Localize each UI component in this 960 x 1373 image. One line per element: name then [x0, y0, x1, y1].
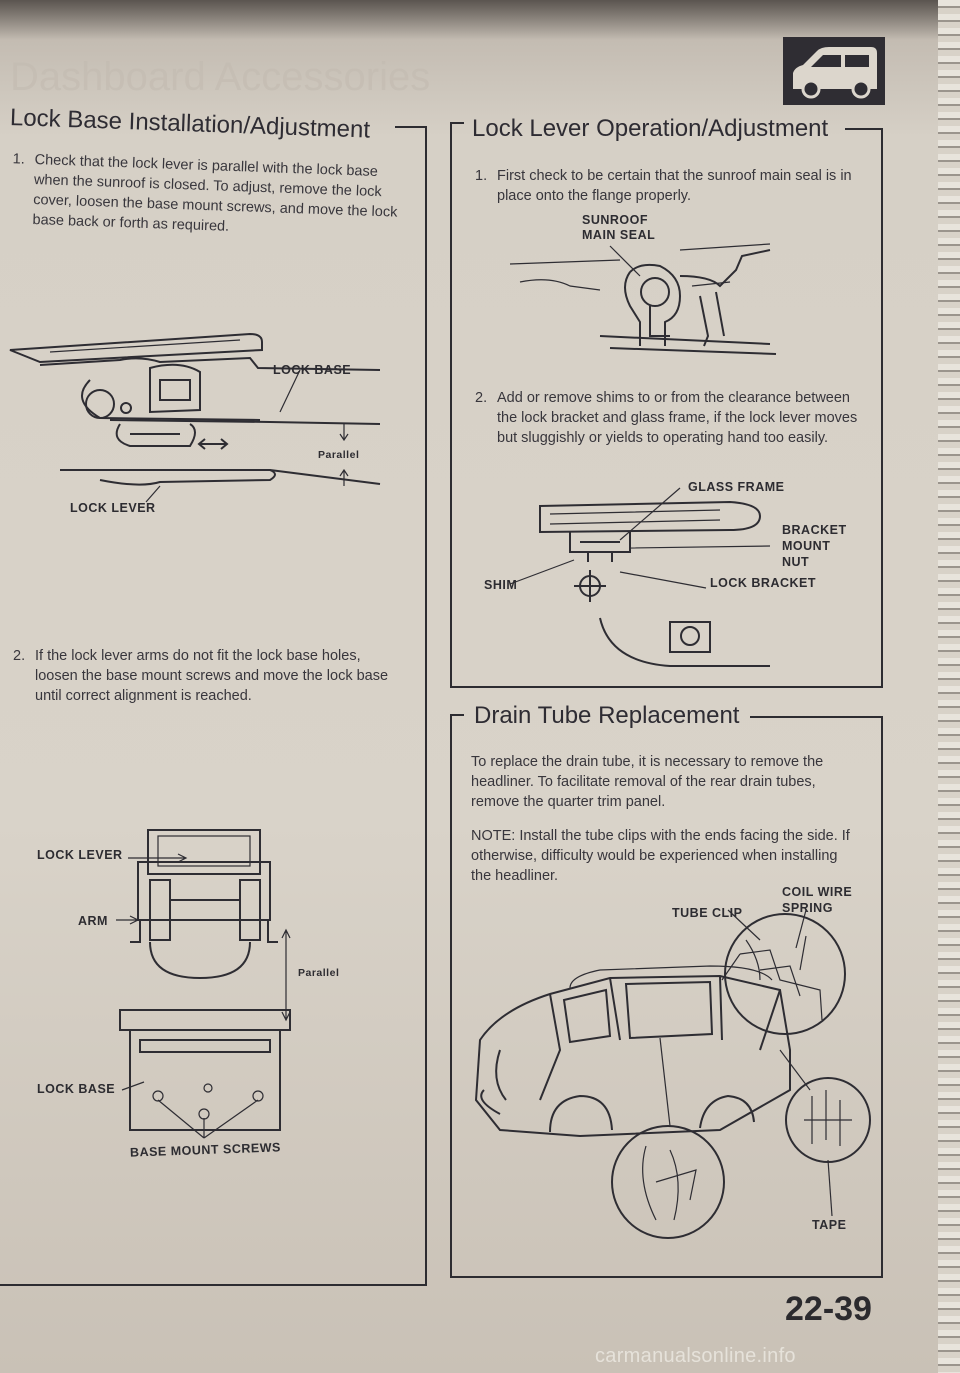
right-top-step-1: 1. First check to be certain that the su…	[475, 166, 859, 206]
step-text: Check that the lock lever is parallel wi…	[32, 151, 398, 235]
rb-frame-top-left	[450, 714, 464, 716]
step-number: 2.	[13, 648, 26, 664]
label-tube-clip: TUBE CLIP	[672, 906, 743, 920]
step-number: 1.	[12, 151, 26, 168]
rb-frame-left	[450, 714, 452, 1278]
page-stack-edge	[938, 0, 960, 1373]
label-tape: TAPE	[812, 1218, 847, 1232]
label-bracket-mount-nut: BRACKET MOUNT NUT	[782, 522, 847, 570]
step-text: Add or remove shims to or from the clear…	[497, 390, 858, 446]
right-top-title: Lock Lever Operation/Adjustment	[472, 115, 829, 142]
bracket-line-3: NUT	[782, 555, 810, 569]
label-arm: ARM	[78, 914, 108, 928]
rb-frame-bottom	[450, 1276, 883, 1278]
main-seal-diagram	[509, 243, 777, 355]
step-text: If the lock lever arms do not fit the lo…	[35, 648, 389, 704]
label-sunroof-main-seal: SUNROOF MAIN SEAL	[582, 213, 655, 243]
top-shadow	[0, 0, 960, 40]
lock-bracket-diagram	[509, 487, 771, 667]
left-step-2: 2. If the lock lever arms do not fit the…	[13, 646, 400, 706]
rt-frame-top-right	[845, 128, 883, 130]
label-coil-wire-spring: COIL WIRE SPRING	[782, 884, 852, 916]
label-shim: SHIM	[484, 578, 518, 592]
rb-frame-top-right	[750, 716, 883, 718]
left-frame-bottom	[0, 1284, 427, 1286]
drain-tube-car-diagram	[474, 909, 871, 1239]
label-lock-lever-2: LOCK LEVER	[37, 848, 123, 862]
label-lock-base-2: LOCK BASE	[37, 1082, 116, 1096]
label-lock-base: LOCK BASE	[273, 363, 352, 377]
right-bottom-title: Drain Tube Replacement	[474, 702, 740, 729]
rt-frame-right	[881, 128, 883, 688]
rt-frame-top-left	[450, 122, 464, 124]
label-parallel: Parallel	[318, 449, 360, 461]
coil-line-1: COIL WIRE	[782, 885, 853, 899]
step-number: 1.	[475, 168, 488, 184]
label-lock-lever: LOCK LEVER	[70, 501, 156, 515]
label-lock-bracket: LOCK BRACKET	[710, 576, 816, 590]
step-text: First check to be certain that the sunro…	[497, 168, 852, 204]
right-top-step-2: 2. Add or remove shims to or from the cl…	[475, 388, 859, 448]
car-body-icon	[783, 37, 885, 105]
page-number: 22-39	[785, 1290, 872, 1328]
label-base-mount-screws: BASE MOUNT SCREWS	[129, 1140, 282, 1160]
left-frame-top	[395, 126, 427, 128]
drain-note: NOTE: Install the tube clips with the en…	[471, 828, 850, 884]
left-step-1: 1. Check that the lock lever is parallel…	[12, 150, 400, 243]
rt-frame-bottom	[450, 686, 883, 688]
step-number: 2.	[475, 390, 488, 406]
label-parallel-2: Parallel	[298, 967, 340, 979]
seal-line-1: SUNROOF	[582, 213, 648, 227]
label-glass-frame: GLASS FRAME	[688, 480, 785, 494]
ghost-text: Dashboard Accessories	[10, 55, 431, 99]
rb-frame-right	[881, 716, 883, 1278]
lock-base-diagram	[9, 332, 381, 503]
car-silhouette-icon	[793, 47, 877, 99]
left-section-title: Lock Base Installation/Adjustment	[9, 104, 371, 144]
rt-frame-left	[450, 122, 452, 688]
drain-paragraph-1: To replace the drain tube, it is necessa…	[471, 754, 824, 810]
lock-lever-arm-diagram	[116, 829, 291, 1139]
coil-line-2: SPRING	[782, 901, 833, 915]
watermark: carmanualsonline.info	[595, 1345, 796, 1367]
left-frame-right	[425, 126, 427, 1286]
seal-line-2: MAIN SEAL	[582, 228, 656, 242]
bracket-line-1: BRACKET	[782, 523, 847, 537]
bracket-line-2: MOUNT	[782, 539, 831, 553]
